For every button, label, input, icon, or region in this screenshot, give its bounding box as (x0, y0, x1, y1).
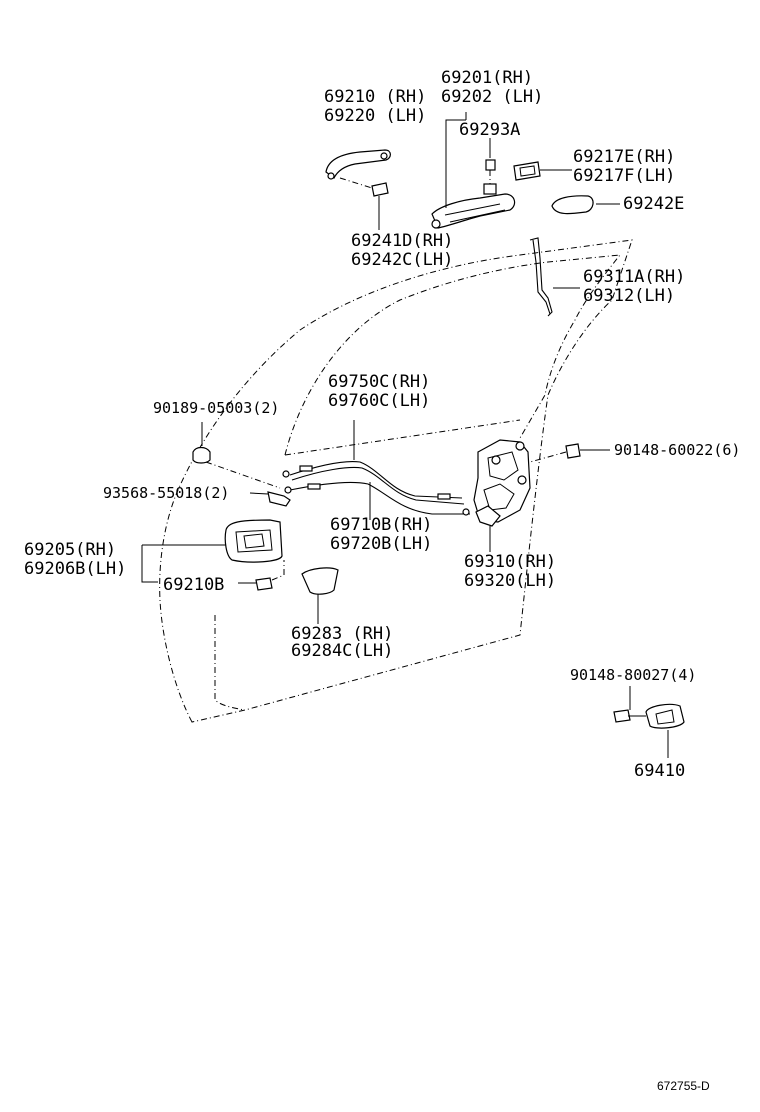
label-69202: 69202 (LH) (441, 87, 543, 107)
label-69760C: 69760C(LH) (328, 391, 430, 411)
label-69217E: 69217E(RH) (573, 147, 675, 167)
reference-code: 672755-D (657, 1079, 710, 1093)
label-69241D: 69241D(RH) (351, 231, 453, 251)
cover-69217E (513, 161, 572, 181)
door-outline (159, 239, 633, 723)
label-69312: 69312(LH) (583, 286, 675, 306)
rod-69311A (529, 237, 580, 317)
gasket-69242E (551, 195, 620, 215)
label-69750C: 69750C(RH) (328, 372, 430, 392)
label-90189: 90189-05003(2) (153, 399, 279, 417)
handle-frame-69201 (431, 159, 516, 229)
label-69205: 69205(RH) (24, 540, 116, 560)
part-labels: 69210 (RH) 69220 (LH) 69201(RH) 69202 (L… (24, 68, 740, 1093)
label-69410: 69410 (634, 761, 685, 781)
label-69283: 69283 (RH) (291, 624, 393, 644)
striker-69410 (613, 686, 685, 758)
label-69293A: 69293A (459, 120, 520, 140)
clip-90189 (192, 422, 281, 489)
label-90148-80027: 90148-80027(4) (570, 666, 696, 684)
label-69242E: 69242E (623, 194, 684, 214)
label-69217F: 69217F(LH) (573, 166, 675, 186)
label-93568: 93568-55018(2) (103, 484, 229, 502)
label-69220: 69220 (LH) (324, 106, 426, 126)
label-69310: 69310(RH) (464, 552, 556, 572)
screw-93568 (249, 491, 291, 507)
label-69210B: 69210B (163, 575, 224, 595)
label-69320: 69320(LH) (464, 571, 556, 591)
label-69720B: 69720B(LH) (330, 534, 432, 554)
label-69210: 69210 (RH) (324, 87, 426, 107)
label-69201: 69201(RH) (441, 68, 533, 88)
cables-69750C-69710B (282, 420, 470, 520)
label-90148-60022: 90148-60022(6) (614, 441, 740, 459)
label-69311A: 69311A(RH) (583, 267, 685, 287)
leader-69201-frame (445, 119, 466, 208)
door-lock-69310 (473, 439, 531, 552)
outside-handle-69210 (325, 149, 391, 189)
label-69284C: 69284C(LH) (291, 641, 393, 661)
inside-handle-69205 (141, 519, 283, 583)
label-69206B: 69206B(LH) (24, 559, 126, 579)
screw-69210B (238, 560, 285, 591)
label-69242C: 69242C(LH) (351, 250, 453, 270)
screw-90148-60022 (529, 443, 610, 463)
label-69710B: 69710B(RH) (330, 515, 432, 535)
handle-pad-69241D (371, 182, 389, 230)
cover-69283 (301, 567, 339, 624)
